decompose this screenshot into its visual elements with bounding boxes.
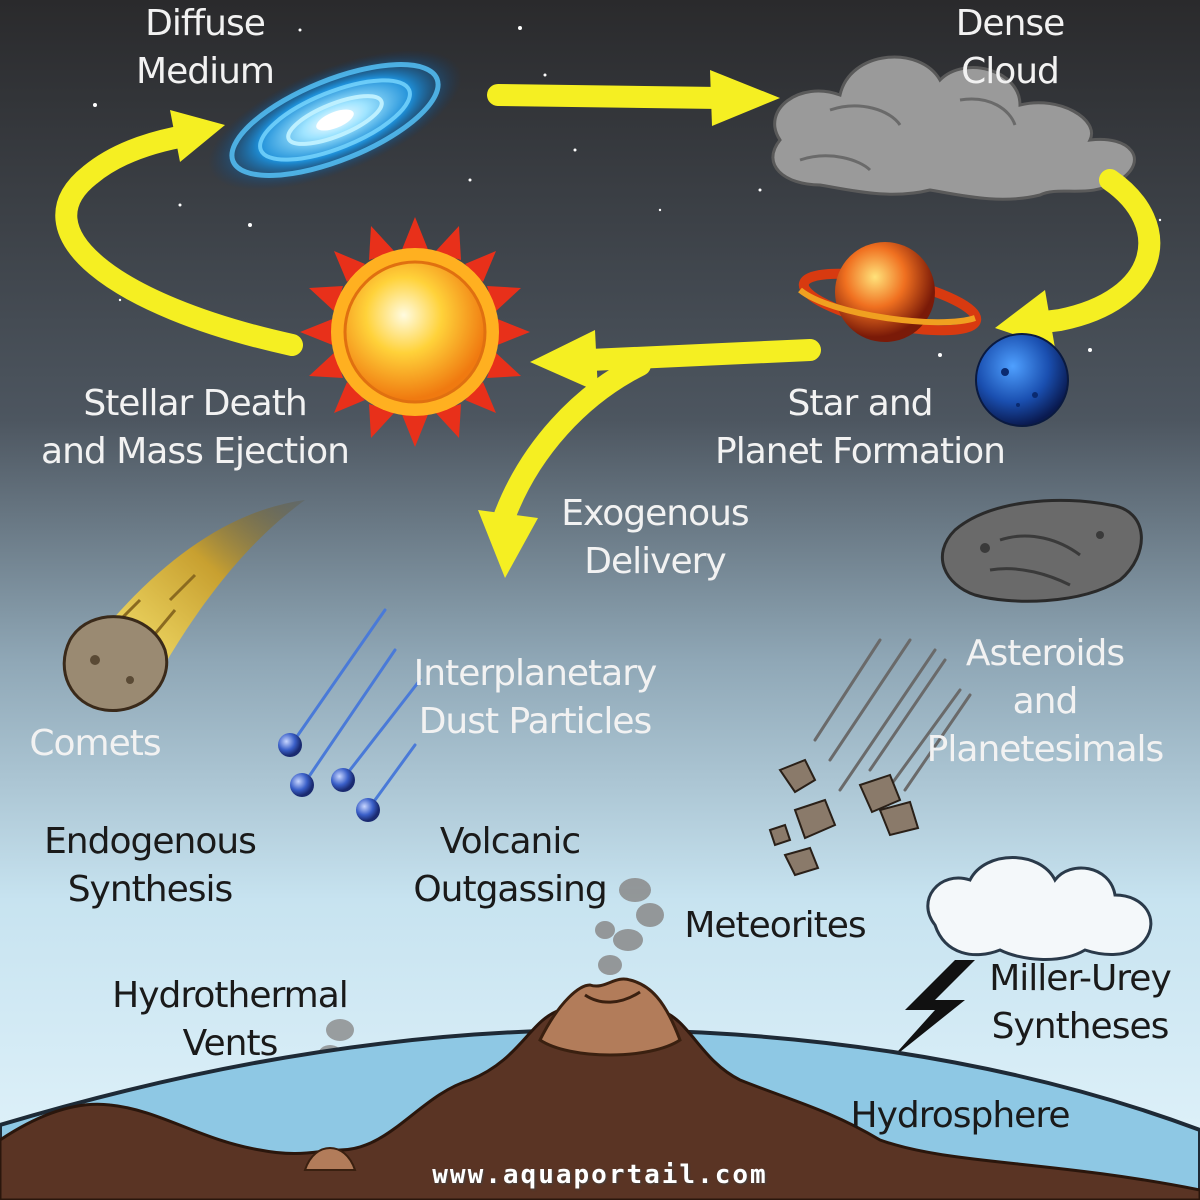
spiral-galaxy-icon	[208, 50, 462, 190]
arrowhead-dense	[710, 70, 780, 126]
lightning-bolt-icon	[890, 960, 975, 1060]
ringed-planet-icon	[798, 242, 982, 342]
arrow-dense-to-formation	[1009, 169, 1161, 336]
arrow-formation-to-death	[579, 339, 821, 371]
watermark-text: www.aquaportail.com	[432, 1160, 768, 1190]
arrow-death-to-diffuse	[55, 124, 303, 356]
hydrothermal-vent-icon	[303, 1146, 357, 1171]
rain-cloud-icon	[926, 856, 1153, 961]
arrow-exogenous-delivery	[494, 354, 651, 526]
label-comets: Comets	[29, 723, 161, 764]
volcano-icon	[538, 977, 682, 1057]
volcanic-smoke	[595, 878, 664, 975]
comet-icon	[62, 500, 305, 713]
sea-floor	[0, 1001, 1200, 1200]
blue-planet-icon	[975, 333, 1069, 427]
dust-particles-icon	[278, 608, 422, 822]
meteorites-icon	[768, 638, 972, 877]
label-meteorites: Meteorites	[684, 905, 866, 946]
arrowhead-formation	[995, 290, 1055, 348]
arrow-diffuse-to-dense	[487, 84, 731, 109]
dense-cloud-icon	[771, 55, 1136, 201]
arrowhead-death	[530, 330, 598, 392]
arrowhead-diffuse	[170, 110, 225, 162]
arrowhead-exogenous	[478, 510, 538, 578]
asteroid-icon	[940, 498, 1143, 603]
cycle-arrows	[55, 84, 1161, 526]
arrow-heads	[170, 70, 1055, 578]
star-field	[93, 26, 1162, 357]
label-hydrosphere: Hydrosphere	[850, 1095, 1071, 1136]
sun-icon	[300, 217, 530, 447]
